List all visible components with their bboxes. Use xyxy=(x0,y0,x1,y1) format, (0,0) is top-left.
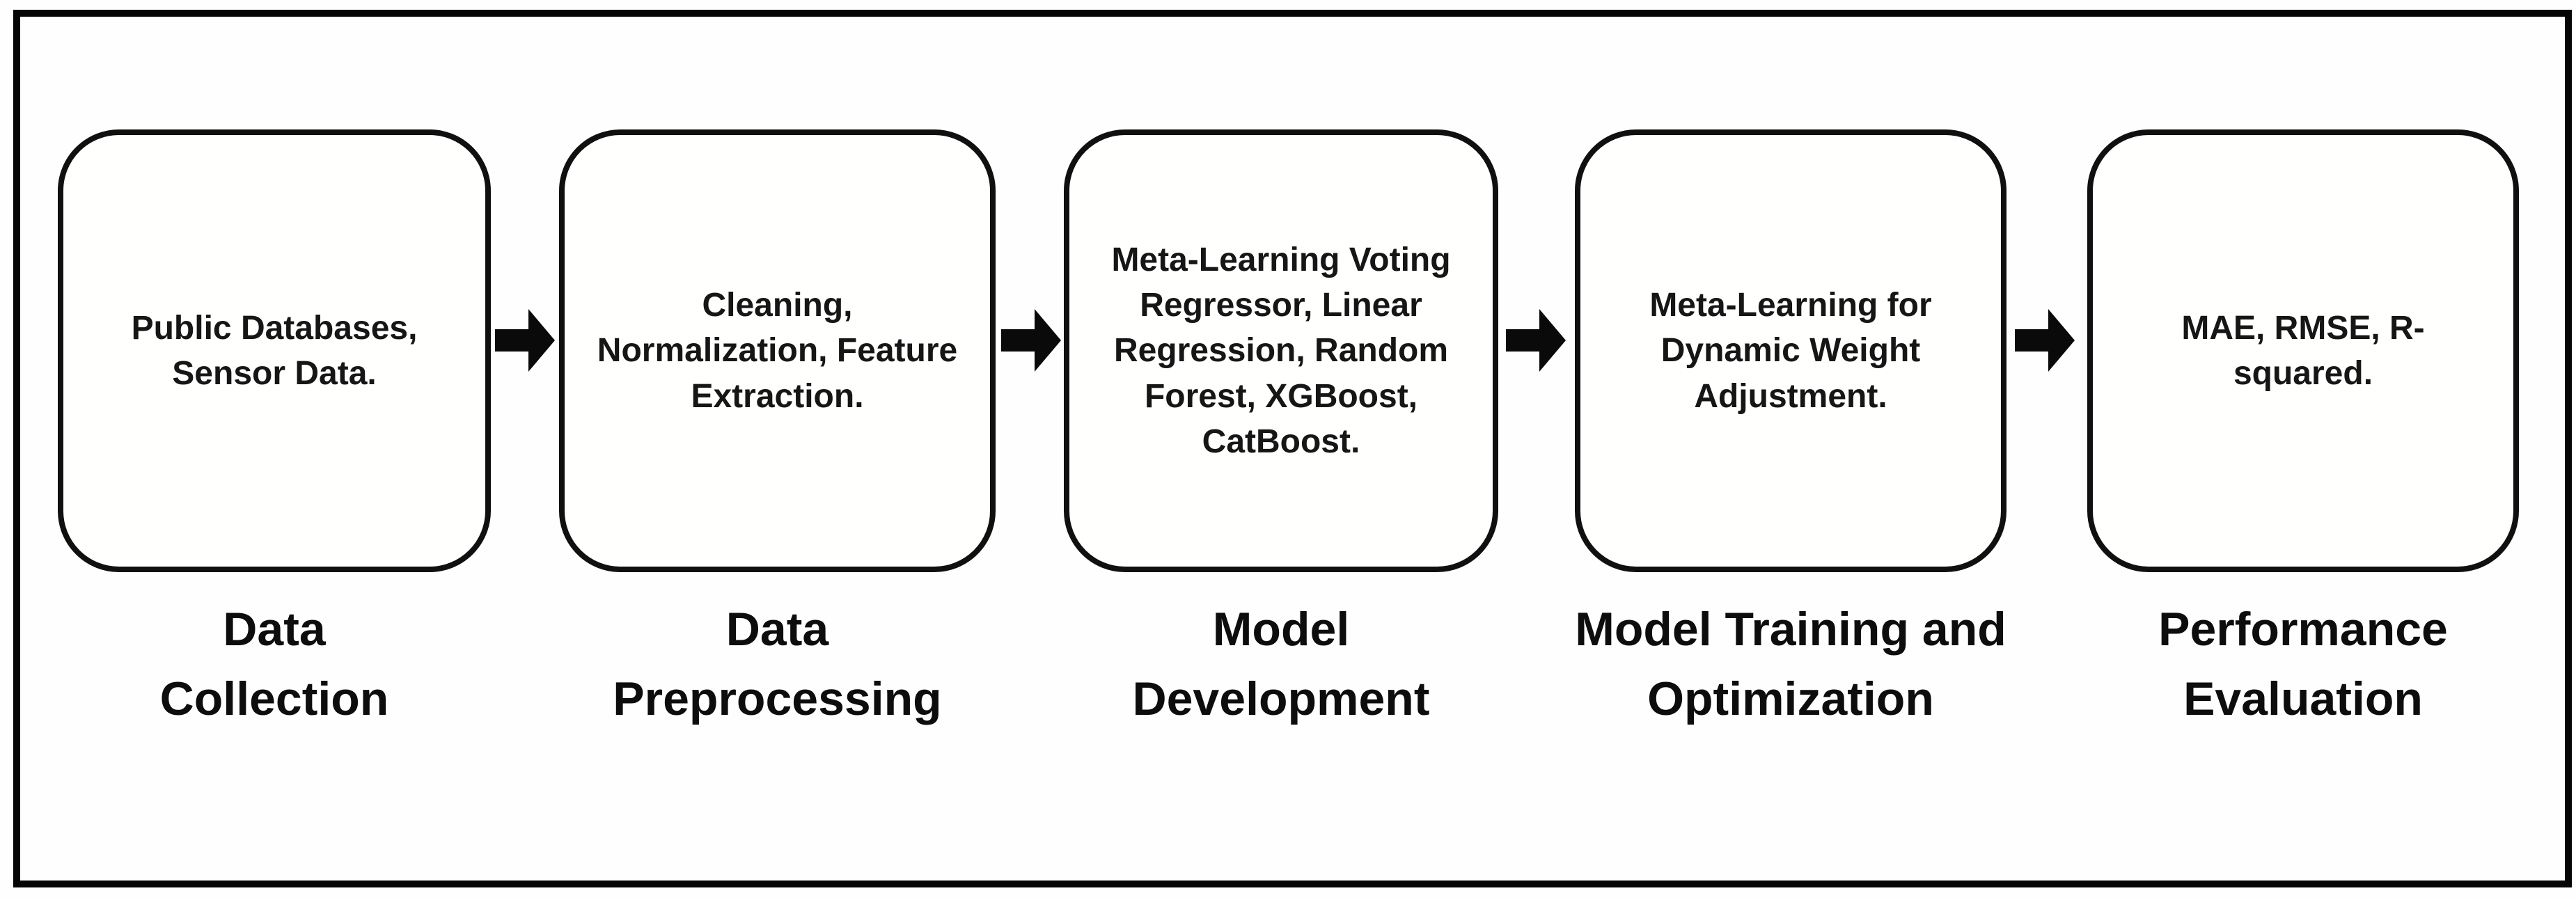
outer-border xyxy=(13,10,2572,887)
stage-model-development: Meta-Learning Voting Regressor, Linear R… xyxy=(1064,129,1498,734)
arrow-right-icon xyxy=(1506,309,1566,372)
stage-label: Performance Evaluation xyxy=(2158,603,2448,725)
stage-box: Meta-Learning Voting Regressor, Linear R… xyxy=(1064,129,1498,572)
stage-label: Data Collection xyxy=(159,603,389,725)
arrow-right-icon xyxy=(1001,309,1061,372)
stage-box: Cleaning, Normalization, Feature Extract… xyxy=(559,129,996,572)
arrow-right-icon xyxy=(2015,309,2075,372)
stage-label: Model Development xyxy=(1132,603,1430,725)
stage-box: Meta-Learning for Dynamic Weight Adjustm… xyxy=(1575,129,2006,572)
stage-box: Public Databases, Sensor Data. xyxy=(58,129,491,572)
stage-data-collection: Public Databases, Sensor Data. Data Coll… xyxy=(58,129,491,734)
stage-box-text: Cleaning, Normalization, Feature Extract… xyxy=(597,287,958,415)
stage-label: Data Preprocessing xyxy=(613,603,942,725)
stage-box-text: MAE, RMSE, R- squared. xyxy=(2181,309,2425,392)
stage-data-preprocessing: Cleaning, Normalization, Feature Extract… xyxy=(559,129,996,734)
stage-box-text: Meta-Learning Voting Regressor, Linear R… xyxy=(1111,241,1451,460)
stage-box-text: Meta-Learning for Dynamic Weight Adjustm… xyxy=(1649,287,1932,415)
stage-box-text: Public Databases, Sensor Data. xyxy=(131,309,418,392)
arrow-right-icon xyxy=(495,309,555,372)
stage-model-training-optimization: Meta-Learning for Dynamic Weight Adjustm… xyxy=(1575,129,2006,734)
stage-performance-evaluation: MAE, RMSE, R- squared. Performance Evalu… xyxy=(2087,129,2519,734)
stage-box: MAE, RMSE, R- squared. xyxy=(2087,129,2519,572)
stage-label: Model Training and Optimization xyxy=(1575,603,2006,725)
